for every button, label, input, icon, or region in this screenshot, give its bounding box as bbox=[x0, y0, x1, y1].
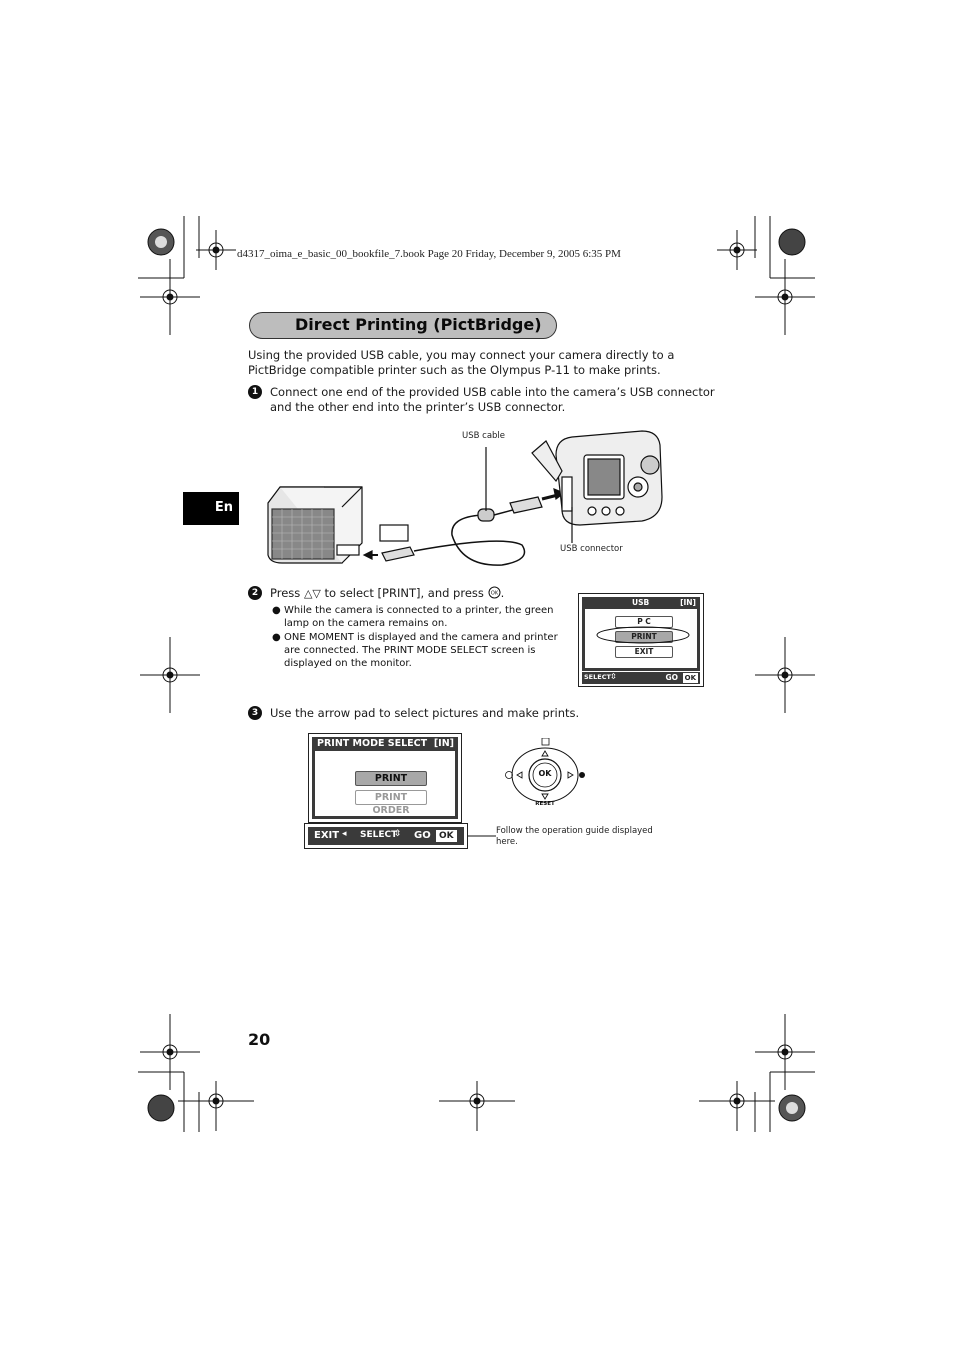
list-item: ●ONE MOMENT is displayed and the camera … bbox=[272, 632, 558, 669]
usb-option-exit: EXIT bbox=[615, 646, 673, 658]
step-2-text-after: to select [PRINT], and press bbox=[324, 586, 484, 600]
svg-text:OK: OK bbox=[490, 591, 498, 597]
step-2-text: Press △▽ to select [PRINT], and press OK… bbox=[270, 586, 505, 600]
memory-indicator: [IN] bbox=[680, 598, 696, 607]
usb-cable-label: USB cable bbox=[462, 431, 506, 441]
macro-icon bbox=[579, 772, 585, 778]
section-title-banner: Direct Printing (PictBridge) bbox=[249, 312, 557, 339]
print-mode-header: PRINT MODE SELECT [IN] bbox=[312, 737, 458, 751]
exposure-icon bbox=[541, 738, 550, 746]
step-2-number: 2 bbox=[248, 586, 262, 600]
footer-ok-badge: OK bbox=[682, 673, 698, 683]
footer-go-label: GO bbox=[665, 673, 678, 682]
memory-indicator: [IN] bbox=[433, 738, 454, 749]
step-1-number: 1 bbox=[248, 385, 262, 399]
usb-screen-header: USB [IN] bbox=[582, 597, 700, 609]
operation-guide-inner: EXIT ◂ SELECT ⇳ GO OK bbox=[308, 827, 464, 845]
language-tab-label: En bbox=[214, 500, 233, 515]
intro-paragraph: Using the provided USB cable, you may co… bbox=[248, 348, 675, 377]
footer-exit-label: EXIT bbox=[314, 830, 340, 841]
print-mode-body: PRINT PRINT ORDER bbox=[312, 751, 458, 819]
language-tab: En bbox=[183, 492, 239, 525]
up-down-arrow-icon: △▽ bbox=[303, 587, 321, 600]
self-timer-icon bbox=[505, 771, 513, 779]
step-1-text: Connect one end of the provided USB cabl… bbox=[270, 385, 715, 414]
usb-connection-illustration bbox=[267, 430, 663, 566]
usb-screen-body: P C PRINT EXIT bbox=[582, 609, 700, 671]
print-mode-option-print: PRINT bbox=[355, 771, 427, 786]
footer-select-label: SELECT bbox=[360, 830, 398, 840]
step-3-number: 3 bbox=[248, 706, 262, 720]
footer-select-label: SELECT bbox=[584, 673, 611, 681]
print-mode-title: PRINT MODE SELECT bbox=[317, 738, 428, 749]
step-3-text: Use the arrow pad to select pictures and… bbox=[270, 706, 580, 720]
ok-button-icon: OK bbox=[488, 586, 501, 599]
page-title: Direct Printing (PictBridge) bbox=[295, 315, 542, 334]
selection-highlight-ring bbox=[596, 626, 690, 644]
guide-leader-line bbox=[468, 835, 496, 837]
arrow-pad-reset-label: RESET bbox=[535, 801, 555, 807]
usb-screen-title: USB bbox=[632, 598, 650, 607]
up-down-select-icon: ⇳ bbox=[610, 672, 617, 681]
operation-guide-bar: EXIT ◂ SELECT ⇳ GO OK bbox=[304, 823, 468, 849]
arrow-pad-ok-label: OK bbox=[538, 769, 552, 778]
arrow-pad-diagram bbox=[505, 738, 585, 803]
page-number: 20 bbox=[248, 1030, 271, 1049]
usb-menu-screen: USB [IN] P C PRINT EXIT SELECT ⇳ GO OK bbox=[578, 593, 704, 687]
footer-go-label: GO bbox=[414, 830, 431, 841]
guide-note: Follow the operation guide displayed her… bbox=[496, 826, 653, 847]
usb-screen-footer: SELECT ⇳ GO OK bbox=[582, 672, 700, 684]
print-mode-select-screen: PRINT MODE SELECT [IN] PRINT PRINT ORDER bbox=[308, 733, 462, 823]
footer-ok-badge: OK bbox=[436, 830, 457, 842]
file-info-header: d4317_oima_e_basic_00_bookfile_7.book Pa… bbox=[237, 248, 621, 260]
up-down-select-icon: ⇳ bbox=[394, 829, 402, 839]
usb-connector-label: USB connector bbox=[560, 544, 623, 554]
list-item: ●While the camera is connected to a prin… bbox=[272, 605, 554, 629]
usb-option-print: PRINT bbox=[615, 631, 673, 643]
left-arrow-icon: ◂ bbox=[342, 829, 347, 839]
step-2-bullets: ●While the camera is connected to a prin… bbox=[272, 604, 566, 671]
step-2-text-before: Press bbox=[270, 586, 301, 600]
print-mode-option-print-order: PRINT ORDER bbox=[355, 790, 427, 816]
